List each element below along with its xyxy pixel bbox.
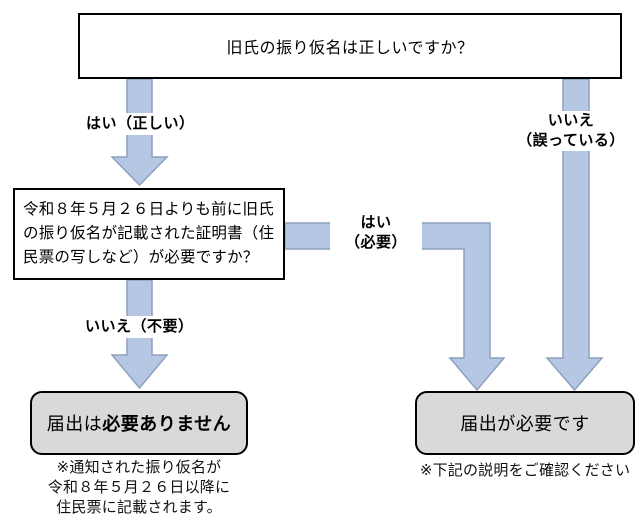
question-mid-line2: の振り仮名が記載された証明書（住 bbox=[23, 225, 275, 242]
branch-label-no-wrong: いいえ （誤っている） bbox=[514, 111, 628, 151]
branch-label-no-wrong-line2: （誤っている） bbox=[517, 132, 625, 149]
footnote-left-line1: ※通知された振り仮名が bbox=[56, 459, 222, 476]
branch-label-yes-needed-line2: （必要） bbox=[344, 234, 407, 251]
result-box-no-notification: 届出は必要ありません bbox=[30, 391, 248, 455]
result-left-prefix: 届出は bbox=[46, 414, 103, 434]
result-box-notification-required: 届出が必要です bbox=[415, 391, 635, 455]
question-mid-line3: 民票の写しなど）が必要ですか？ bbox=[23, 249, 259, 266]
branch-label-no-wrong-line1: いいえ bbox=[547, 112, 595, 129]
question-box-top: 旧氏の振り仮名は正しいですか？ bbox=[78, 13, 622, 79]
footnote-left: ※通知された振り仮名が 令和８年５月２６日以降に 住民票に記載されます。 bbox=[25, 458, 253, 518]
result-left-emphasis: 必要ありません bbox=[102, 414, 232, 434]
question-top-text: 旧氏の振り仮名は正しいですか？ bbox=[226, 40, 474, 57]
footnote-left-line3: 住民票に記載されます。 bbox=[56, 499, 222, 516]
result-right-text: 届出が必要です bbox=[460, 414, 590, 434]
question-box-mid: 令和８年５月２６日よりも前に旧氏 の振り仮名が記載された証明書（住 民票の写しな… bbox=[13, 188, 285, 280]
branch-label-yes-needed: はい （必要） bbox=[330, 213, 422, 253]
branch-label-yes-needed-line1: はい bbox=[360, 214, 392, 231]
question-mid-line1: 令和８年５月２６日よりも前に旧氏 bbox=[23, 201, 274, 218]
footnote-right: ※下記の説明をご確認ください bbox=[419, 462, 631, 479]
branch-label-yes-correct: はい（正しい） bbox=[83, 113, 198, 135]
footnote-left-line2: 令和８年５月２６日以降に bbox=[47, 479, 231, 496]
result-left-text: 届出は必要ありません bbox=[47, 410, 231, 436]
branch-label-no-unneeded: いいえ（不要） bbox=[82, 316, 197, 338]
